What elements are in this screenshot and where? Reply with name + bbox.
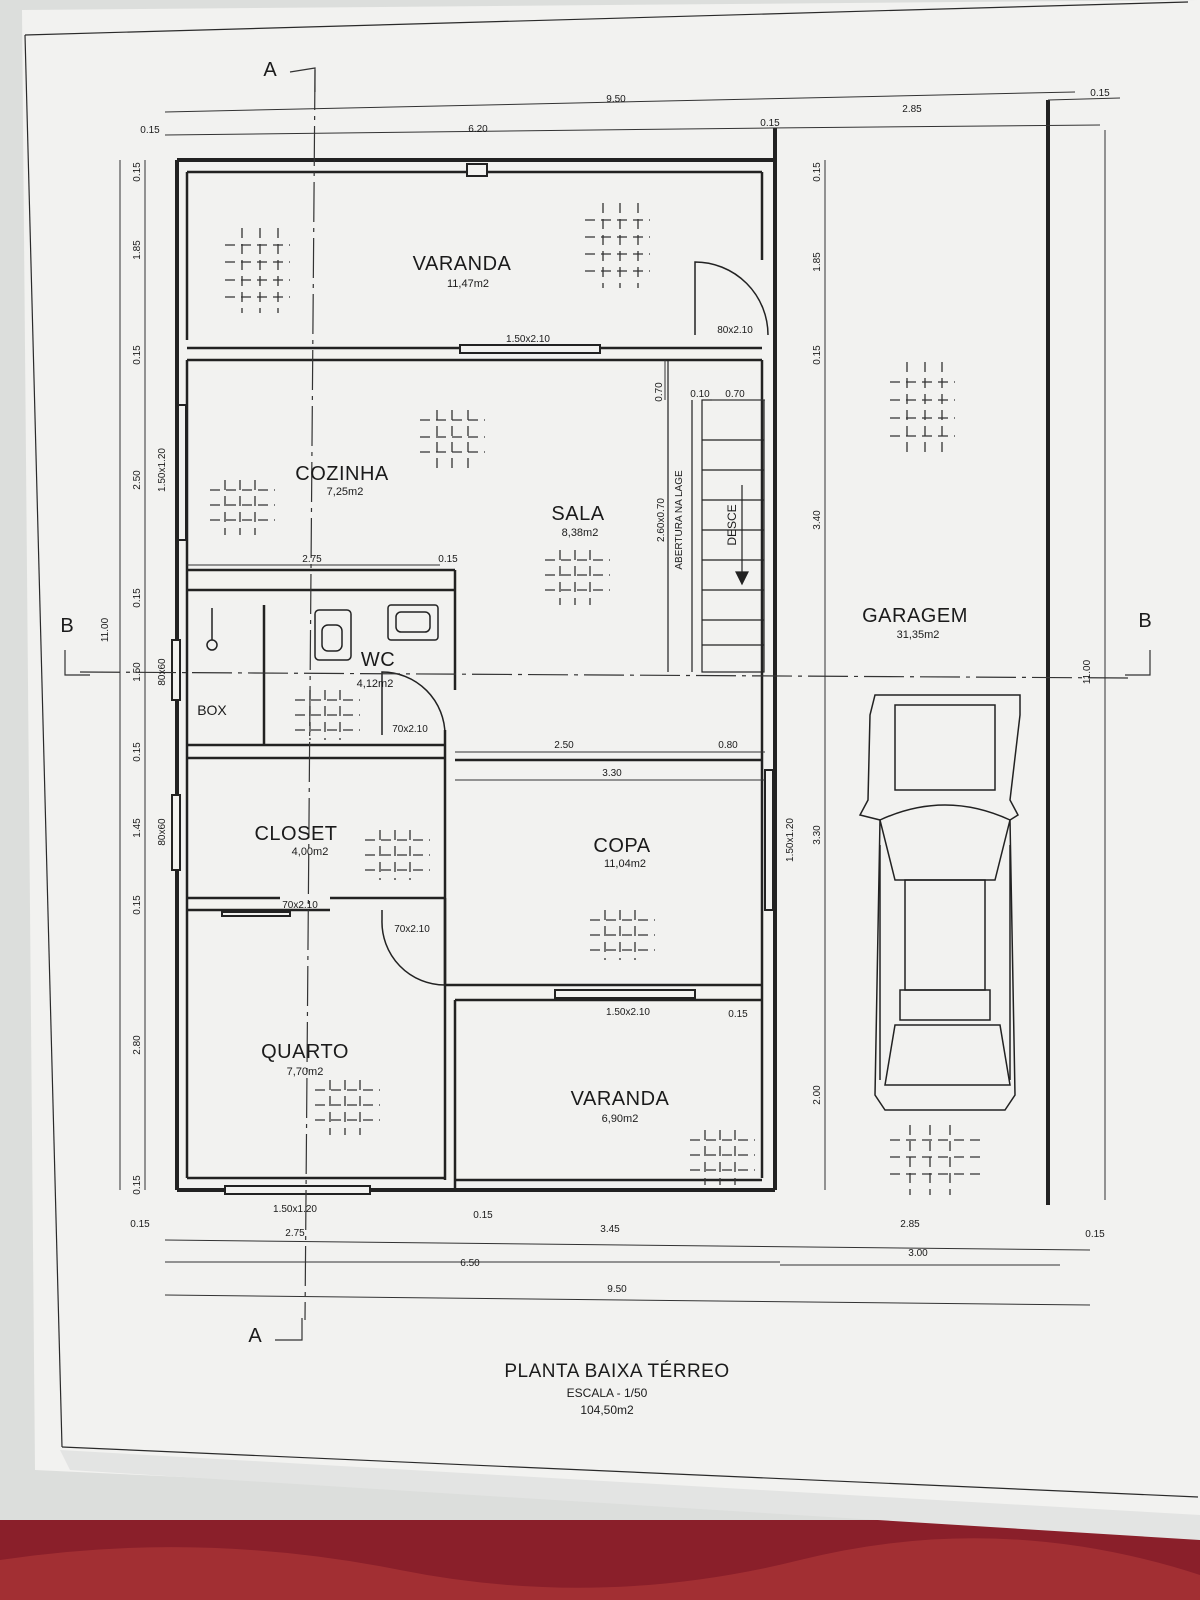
dim-mid-copa: 3.30: [812, 825, 823, 845]
room-area-copa: 11,04m2: [604, 858, 646, 870]
dim-inner-wall: 0.15: [438, 554, 458, 565]
dim-bottom-quarto: 2.75: [285, 1228, 305, 1239]
windows: [171, 163, 774, 1195]
dim-inner-copa-width: 3.30: [602, 768, 622, 779]
window-label-varanda-cozinha: 1.50x2.10: [506, 334, 550, 345]
dim-left-varanda: 1.85: [132, 240, 143, 260]
room-area-quarto: 7,70m2: [287, 1066, 324, 1078]
room-name-copa: COPA: [593, 835, 650, 857]
window-label-quarto: 1.50x1.20: [273, 1204, 317, 1215]
dim-inner-sala-copa-left: 2.50: [554, 740, 574, 751]
dim-left-cozinha: 2.50: [132, 470, 143, 490]
dim-bottom-house: 6.50: [460, 1258, 480, 1269]
dimension-lines: [119, 91, 1121, 1306]
door-swings: [381, 261, 769, 986]
dim-bottom-varanda: 3.45: [600, 1224, 620, 1235]
dim-mid-wall-1: 0.15: [812, 162, 823, 182]
door-label-varanda: 80x2.10: [717, 325, 753, 336]
section-marker-a-bottom: A: [248, 1325, 262, 1347]
door-label-closet: 70x2.10: [282, 900, 318, 911]
window-label-closet: 80x60: [157, 818, 168, 846]
dim-bottom-wall-right: 0.15: [1085, 1229, 1105, 1240]
dim-bottom-total: 9.50: [607, 1284, 627, 1295]
room-name-varanda-bottom: VARANDA: [571, 1088, 670, 1110]
room-name-wc: WC: [361, 649, 395, 671]
dim-top-wall-mid: 0.15: [760, 118, 780, 129]
room-name-cozinha: COZINHA: [295, 463, 389, 485]
dim-inner-sala-copa-right: 0.80: [718, 740, 738, 751]
room-name-varanda-top: VARANDA: [413, 253, 512, 275]
dim-top-garage: 2.85: [902, 104, 922, 115]
dim-inner-varanda-wall: 0.15: [728, 1009, 748, 1020]
room-name-box: BOX: [197, 702, 227, 718]
dim-left-wall-5: 0.15: [132, 895, 143, 915]
room-area-varanda-bottom: 6,90m2: [602, 1113, 639, 1125]
dim-left-closet: 1.45: [132, 818, 143, 838]
dim-left-wall-2: 0.15: [132, 345, 143, 365]
dim-left-wall-1: 0.15: [132, 162, 143, 182]
door-label-quarto: 70x2.10: [394, 924, 430, 935]
window-label-copa: 1.50x1.20: [785, 818, 796, 862]
drawing-title: PLANTA BAIXA TÉRREO: [504, 1361, 729, 1382]
wc-fixtures: [206, 604, 439, 661]
interior-walls: [185, 170, 764, 1190]
dim-left-total: 11.00: [100, 617, 111, 642]
stairs-opening-size: 2.60x0.70: [656, 498, 667, 542]
stairs-label: DESCE: [725, 504, 739, 545]
stairs-opening-note: ABERTURA NA LAGE: [674, 470, 685, 570]
car-drawing: [858, 694, 1021, 1111]
dim-mid-wall-2: 0.15: [812, 345, 823, 365]
dim-left-wall-6: 0.15: [132, 1175, 143, 1195]
room-area-cozinha: 7,25m2: [327, 486, 364, 498]
section-marker-a-top: A: [263, 59, 277, 81]
dim-top-wall-right: 0.15: [1090, 88, 1110, 99]
dim-top-house: 6.20: [468, 124, 488, 135]
section-marker-b-right: B: [1138, 610, 1151, 632]
dim-bottom-garage-inner: 2.85: [900, 1219, 920, 1230]
dim-left-wall-3: 0.15: [132, 588, 143, 608]
door-label-wc: 70x2.10: [392, 724, 428, 735]
dim-mid-varanda: 1.85: [812, 252, 823, 272]
room-name-quarto: QUARTO: [261, 1041, 349, 1063]
section-marker-b-left: B: [60, 615, 73, 637]
drawing-scale: ESCALA - 1/50: [567, 1386, 648, 1400]
dim-mid-stairs: 3.40: [812, 510, 823, 530]
room-area-garagem: 31,35m2: [897, 629, 940, 641]
dim-top-wall-left: 0.15: [140, 125, 160, 136]
dim-bottom-wall-left: 0.15: [130, 1219, 150, 1230]
window-label-box: 80x60: [157, 658, 168, 686]
stairs-height: 0.70: [654, 382, 665, 402]
dim-left-wc: 1.50: [132, 662, 143, 682]
dim-top-total: 9.50: [606, 94, 626, 105]
window-label-copa-varanda: 1.50x2.10: [606, 1007, 650, 1018]
dim-left-wall-4: 0.15: [132, 742, 143, 762]
room-name-sala: SALA: [551, 503, 604, 525]
room-name-closet: CLOSET: [254, 823, 337, 845]
room-name-garagem: GARAGEM: [862, 605, 968, 627]
drawing-border: [24, 1, 1199, 1498]
room-area-varanda-top: 11,47m2: [447, 278, 489, 290]
room-area-wc: 4,12m2: [357, 678, 394, 690]
room-area-sala: 8,38m2: [562, 527, 599, 539]
dim-mid-varanda-bottom: 2.00: [812, 1085, 823, 1105]
stairs-width: 0.70: [725, 389, 745, 400]
room-area-closet: 4,00m2: [292, 846, 329, 858]
window-label-cozinha: 1.50x1.20: [157, 448, 168, 492]
dim-bottom-wall-mid: 0.15: [473, 1210, 493, 1221]
dim-inner-cozinha-width: 2.75: [302, 554, 322, 565]
drawing-total-area: 104,50m2: [580, 1403, 634, 1417]
dim-bottom-garage: 3.00: [908, 1248, 928, 1259]
stairs-offset: 0.10: [690, 389, 710, 400]
section-cut-lines: [64, 67, 1151, 1341]
dim-left-quarto: 2.80: [132, 1035, 143, 1055]
dim-right-total: 11.00: [1082, 659, 1093, 684]
